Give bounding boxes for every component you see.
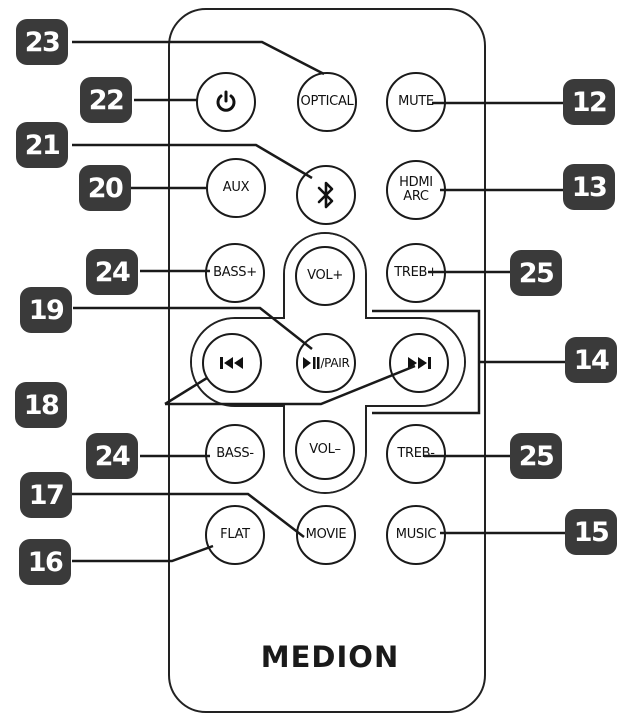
- callout-12: 12: [563, 79, 615, 125]
- pair-label: /PAIR: [320, 355, 350, 370]
- power-icon: [216, 90, 236, 112]
- bass-minus-button[interactable]: BASS-: [205, 424, 265, 484]
- play-pause-icon: [303, 357, 320, 369]
- callout-14: 14: [565, 337, 617, 383]
- callout-18: 18: [15, 382, 67, 428]
- skip-back-icon: [220, 357, 243, 369]
- bass-plus-button[interactable]: BASS+: [205, 243, 265, 303]
- flat-label: FLAT: [220, 527, 250, 543]
- vol-minus-button[interactable]: VOL–: [295, 420, 355, 480]
- brand-logo: MEDION: [260, 640, 400, 674]
- treb-minus-label: TREB-: [397, 446, 435, 462]
- callout-23: 23: [16, 19, 68, 65]
- power-button[interactable]: [196, 72, 256, 132]
- callout-25-top: 25: [510, 250, 562, 296]
- bass-minus-label: BASS-: [216, 446, 254, 462]
- callout-24-top: 24: [86, 249, 138, 295]
- callout-24-bottom: 24: [86, 433, 138, 479]
- movie-button[interactable]: MOVIE: [296, 505, 356, 565]
- treb-plus-button[interactable]: TREB+: [386, 243, 446, 303]
- callout-13: 13: [563, 164, 615, 210]
- callout-15: 15: [565, 509, 617, 555]
- hdmi-arc-label: HDMI ARC: [399, 175, 433, 204]
- callout-21: 21: [16, 122, 68, 168]
- music-label: MUSIC: [395, 527, 437, 543]
- bluetooth-button[interactable]: [296, 165, 356, 225]
- skip-forward-icon: [408, 357, 431, 369]
- aux-label: AUX: [222, 180, 250, 196]
- callout-16: 16: [19, 539, 71, 585]
- mute-button[interactable]: MUTE: [386, 72, 446, 132]
- music-button[interactable]: MUSIC: [386, 505, 446, 565]
- flat-button[interactable]: FLAT: [205, 505, 265, 565]
- callout-22: 22: [80, 77, 132, 123]
- play-pause-pair-button[interactable]: /PAIR: [296, 333, 356, 393]
- treb-plus-label: TREB+: [394, 265, 438, 281]
- bluetooth-icon: [317, 181, 334, 209]
- callout-25-bottom: 25: [510, 433, 562, 479]
- previous-track-button[interactable]: [202, 333, 262, 393]
- vol-minus-label: VOL–: [309, 442, 341, 458]
- vol-plus-label: VOL+: [307, 268, 343, 284]
- mute-label: MUTE: [398, 94, 434, 110]
- callout-19: 19: [20, 287, 72, 333]
- vol-plus-button[interactable]: VOL+: [295, 246, 355, 306]
- treb-minus-button[interactable]: TREB-: [386, 424, 446, 484]
- aux-button[interactable]: AUX: [206, 158, 266, 218]
- bass-plus-label: BASS+: [213, 265, 257, 281]
- optical-label: OPTICAL: [300, 94, 354, 110]
- callout-17: 17: [20, 472, 72, 518]
- callout-20: 20: [79, 165, 131, 211]
- movie-label: MOVIE: [305, 527, 347, 543]
- hdmi-arc-button[interactable]: HDMI ARC: [386, 160, 446, 220]
- next-track-button[interactable]: [389, 333, 449, 393]
- optical-button[interactable]: OPTICAL: [297, 72, 357, 132]
